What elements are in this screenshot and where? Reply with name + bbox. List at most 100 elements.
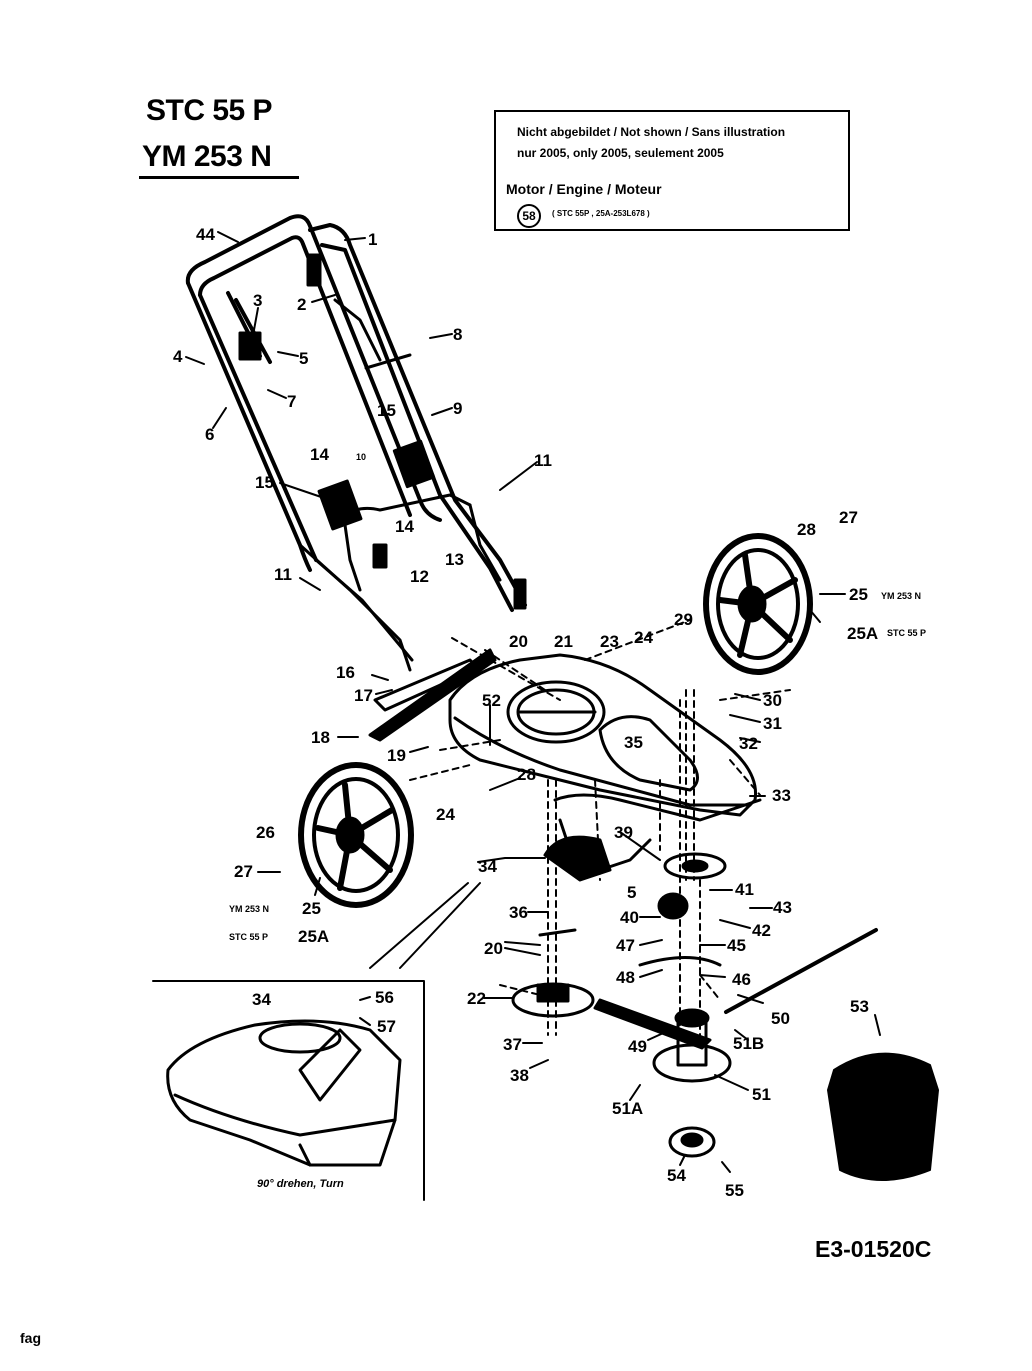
label-37: 37 bbox=[503, 1035, 522, 1054]
label-5-lower: 5 bbox=[627, 883, 636, 902]
label-43: 43 bbox=[773, 898, 792, 917]
label-51B: 51B bbox=[733, 1034, 764, 1053]
label-15-lower: 15 bbox=[255, 473, 274, 492]
label-22: 22 bbox=[467, 989, 486, 1008]
label-1: 1 bbox=[368, 230, 377, 249]
part-number-labels: 44 1 2 3 4 5 8 7 6 15 9 14 10 11 15 14 1… bbox=[173, 225, 926, 1200]
model-title-ym: YM 253 N bbox=[142, 140, 272, 173]
label-14-lower: 14 bbox=[395, 517, 414, 536]
label-15-upper: 15 bbox=[377, 401, 396, 420]
label-57: 57 bbox=[377, 1017, 396, 1036]
label-30: 30 bbox=[763, 691, 782, 710]
label-8: 8 bbox=[453, 325, 462, 344]
label-42: 42 bbox=[752, 921, 771, 940]
drawing-code: E3-01520C bbox=[815, 1236, 932, 1262]
label-28-deck: 28 bbox=[517, 765, 536, 784]
label-34: 34 bbox=[478, 857, 497, 876]
label-11-right: 11 bbox=[534, 451, 552, 470]
label-38: 38 bbox=[510, 1066, 529, 1085]
label-39: 39 bbox=[614, 823, 633, 842]
note-not-shown: Nicht abgebildet / Not shown / Sans illu… bbox=[517, 125, 786, 139]
label-12: 12 bbox=[410, 567, 429, 586]
model-title-stc: STC 55 P bbox=[146, 94, 273, 127]
label-35: 35 bbox=[624, 733, 643, 752]
label-26-left: 26 bbox=[256, 823, 275, 842]
corner-mark: fag bbox=[20, 1330, 41, 1346]
label-18: 18 bbox=[311, 728, 330, 747]
label-17: 17 bbox=[354, 686, 373, 705]
label-52: 52 bbox=[482, 691, 501, 710]
label-51A: 51A bbox=[612, 1099, 643, 1118]
label-25-left: 25 bbox=[302, 899, 321, 918]
label-41: 41 bbox=[735, 880, 754, 899]
label-21: 21 bbox=[554, 632, 573, 651]
label-33: 33 bbox=[772, 786, 791, 805]
motor-note: ( STC 55P , 25A-253L678 ) bbox=[552, 209, 650, 218]
label-56: 56 bbox=[375, 988, 394, 1007]
note-only-2005: nur 2005, only 2005, seulement 2005 bbox=[517, 146, 724, 160]
label-11-left: 11 bbox=[274, 565, 292, 584]
drive-guard bbox=[543, 793, 762, 882]
label-44: 44 bbox=[196, 225, 215, 244]
not-shown-note-box: Nicht abgebildet / Not shown / Sans illu… bbox=[494, 110, 850, 231]
mower-deck bbox=[448, 653, 758, 817]
label-49: 49 bbox=[628, 1037, 647, 1056]
label-27-left: 27 bbox=[234, 862, 253, 881]
label-24-upper: 24 bbox=[634, 628, 653, 647]
label-45: 45 bbox=[727, 936, 746, 955]
label-31: 31 bbox=[763, 714, 782, 733]
title-underline bbox=[139, 176, 299, 179]
label-3: 3 bbox=[253, 291, 262, 310]
motor-title: Motor / Engine / Moteur bbox=[506, 181, 662, 197]
label-2: 2 bbox=[297, 295, 306, 314]
wheel-left bbox=[298, 762, 414, 908]
label-36: 36 bbox=[509, 903, 528, 922]
label-54: 54 bbox=[667, 1166, 686, 1185]
label-46: 46 bbox=[732, 970, 751, 989]
label-9: 9 bbox=[453, 399, 462, 418]
label-25-right: 25 bbox=[849, 585, 868, 604]
label-47: 47 bbox=[616, 936, 635, 955]
variant-stc-right: STC 55 P bbox=[887, 628, 926, 638]
label-34-inset: 34 bbox=[252, 990, 271, 1009]
inset-caption: 90° drehen, Turn bbox=[257, 1178, 344, 1190]
label-10: 10 bbox=[356, 452, 366, 462]
label-29: 29 bbox=[674, 610, 693, 629]
lower-handle bbox=[238, 253, 527, 672]
label-48: 48 bbox=[616, 968, 635, 987]
drive-parts bbox=[511, 852, 878, 1158]
variant-ym-left: YM 253 N bbox=[229, 904, 269, 914]
label-23: 23 bbox=[600, 632, 619, 651]
label-4: 4 bbox=[173, 347, 183, 366]
wheel-right bbox=[703, 533, 813, 675]
label-50: 50 bbox=[771, 1009, 790, 1028]
label-16: 16 bbox=[336, 663, 355, 682]
label-7: 7 bbox=[287, 392, 296, 411]
handle-frame bbox=[185, 214, 527, 612]
motor-ref-circle: 58 bbox=[517, 204, 541, 228]
label-20-lower: 20 bbox=[484, 939, 503, 958]
label-55: 55 bbox=[725, 1181, 744, 1200]
label-14-left: 14 bbox=[310, 445, 329, 464]
axle-bracket bbox=[368, 648, 497, 742]
label-24-lower: 24 bbox=[436, 805, 455, 824]
label-5: 5 bbox=[299, 349, 308, 368]
label-53: 53 bbox=[850, 997, 869, 1016]
label-51: 51 bbox=[752, 1085, 771, 1104]
label-32: 32 bbox=[739, 734, 758, 753]
label-6: 6 bbox=[205, 425, 214, 444]
label-27-right: 27 bbox=[839, 508, 858, 527]
label-28-right: 28 bbox=[797, 520, 816, 539]
inset-guard bbox=[166, 1019, 402, 1167]
label-20-deck: 20 bbox=[509, 632, 528, 651]
variant-stc-left: STC 55 P bbox=[229, 932, 268, 942]
inset-frame bbox=[152, 980, 425, 1201]
label-19: 19 bbox=[387, 746, 406, 765]
label-25A-right: 25A bbox=[847, 624, 878, 643]
part-53-shape bbox=[827, 1052, 939, 1181]
label-25A-left: 25A bbox=[298, 927, 329, 946]
label-40: 40 bbox=[620, 908, 639, 927]
label-13: 13 bbox=[445, 550, 464, 569]
variant-ym-right: YM 253 N bbox=[881, 591, 921, 601]
